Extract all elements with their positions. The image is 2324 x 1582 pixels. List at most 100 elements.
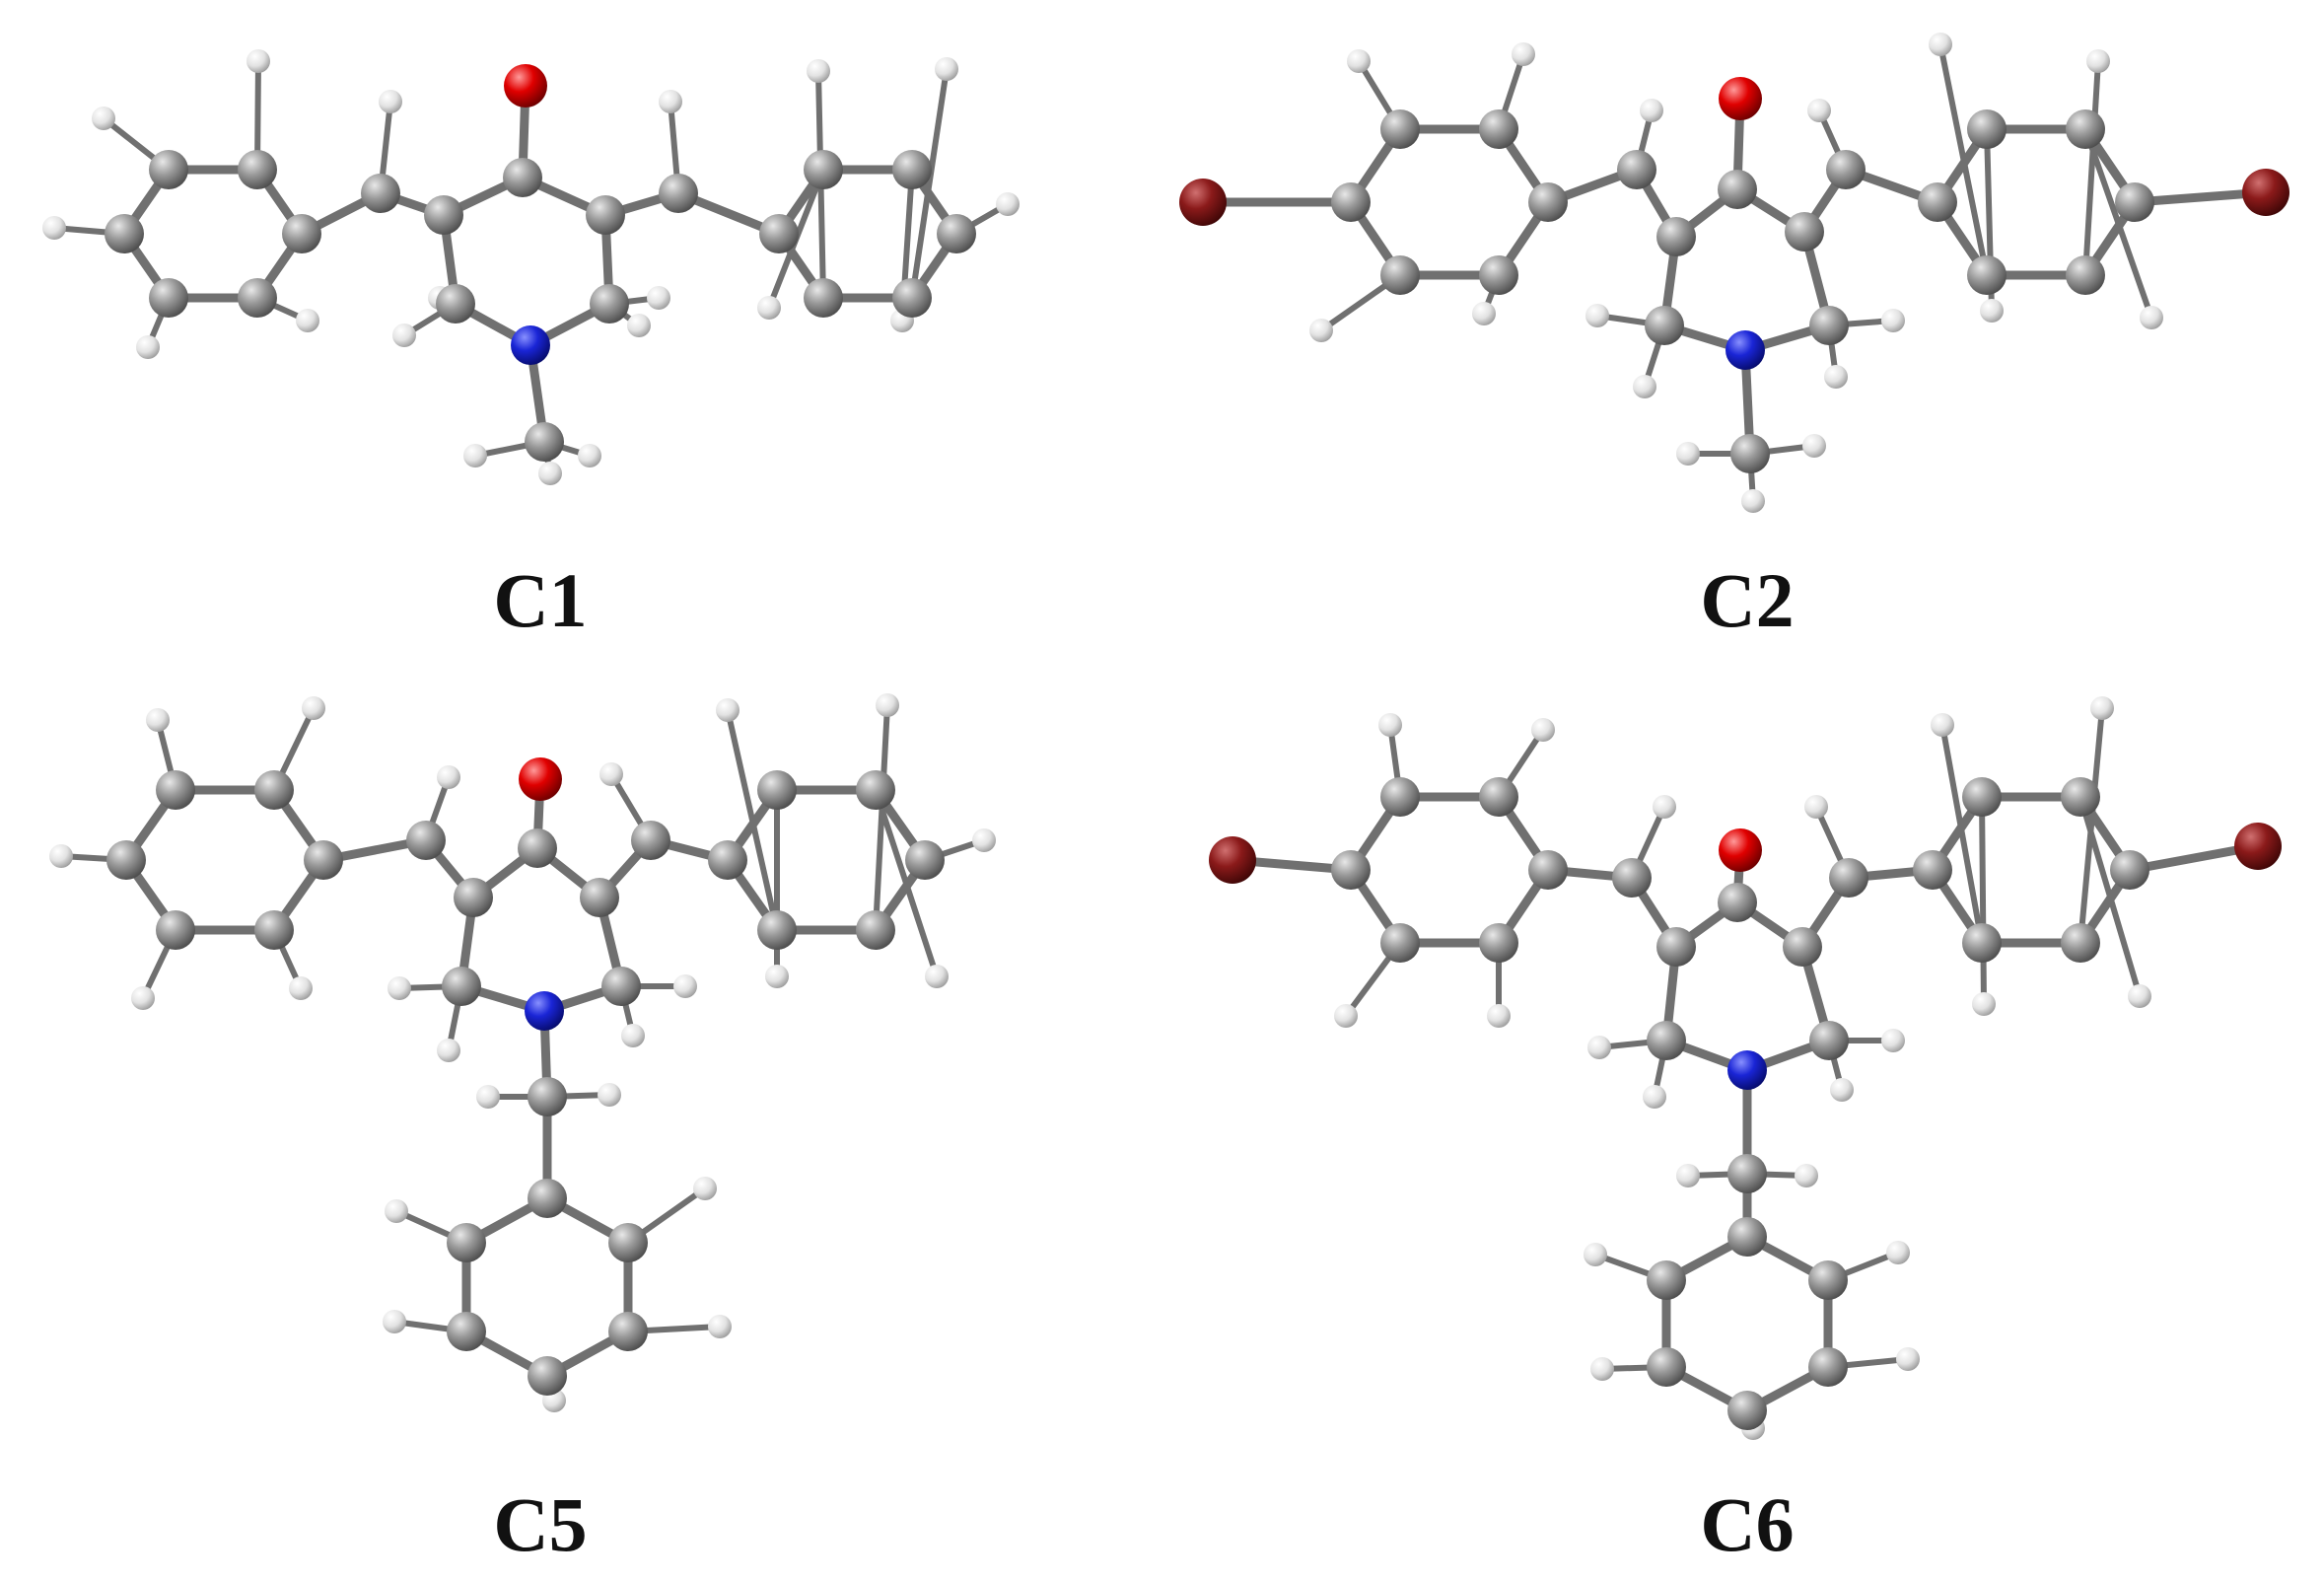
carbon-atom bbox=[1656, 217, 1696, 256]
carbon-atom bbox=[1829, 858, 1868, 898]
carbon-atom bbox=[436, 284, 475, 324]
hydrogen-atom bbox=[765, 965, 789, 988]
hydrogen-atom bbox=[1824, 365, 1848, 389]
bond bbox=[725, 707, 780, 933]
hydrogen-atom bbox=[1633, 375, 1656, 398]
hydrogen-atom bbox=[693, 1177, 717, 1200]
carbon-atom bbox=[406, 821, 446, 860]
hydrogen-atom bbox=[1881, 309, 1905, 332]
hydrogen-atom bbox=[673, 974, 697, 998]
hydrogen-atom bbox=[1929, 33, 1952, 56]
hydrogen-atom bbox=[1378, 713, 1402, 737]
carbon-atom bbox=[1617, 150, 1656, 189]
carbon-atom bbox=[1967, 255, 2007, 295]
carbon-atom bbox=[1913, 850, 1952, 890]
hydrogen-atom bbox=[1585, 304, 1609, 327]
panel-label-c6: C6 bbox=[1700, 1481, 1794, 1567]
carbon-atom bbox=[757, 770, 797, 810]
bond bbox=[873, 787, 940, 979]
carbon-atom bbox=[442, 967, 481, 1006]
hydrogen-atom bbox=[387, 976, 411, 1000]
carbon-atom bbox=[804, 278, 843, 318]
hydrogen-atom bbox=[302, 696, 325, 720]
hydrogen-atom bbox=[1487, 1004, 1511, 1028]
hydrogen-atom bbox=[1886, 1241, 1910, 1264]
oxygen-atom bbox=[1719, 77, 1762, 120]
carbon-atom bbox=[1380, 777, 1420, 817]
bond bbox=[1979, 794, 1987, 1007]
carbon-atom bbox=[659, 174, 698, 213]
molecule-c2 bbox=[1179, 33, 2289, 513]
hydrogen-atom bbox=[1676, 442, 1700, 466]
panel-label-c1: C1 bbox=[493, 557, 587, 643]
carbon-atom bbox=[518, 828, 557, 868]
hydrogen-atom bbox=[2090, 696, 2114, 720]
hydrogen-atom bbox=[1334, 1004, 1358, 1028]
carbon-atom bbox=[1380, 255, 1420, 295]
carbon-atom bbox=[1727, 1154, 1767, 1193]
carbon-atom bbox=[503, 158, 542, 197]
hydrogen-atom bbox=[131, 986, 155, 1010]
oxygen-atom bbox=[1719, 828, 1762, 872]
hydrogen-atom bbox=[392, 324, 416, 347]
carbon-atom bbox=[528, 1077, 567, 1116]
hydrogen-atom bbox=[708, 1315, 732, 1338]
carbon-atom bbox=[590, 284, 629, 324]
carbon-atom bbox=[1809, 1021, 1849, 1060]
carbon-atom bbox=[1718, 170, 1757, 209]
carbon-atom bbox=[2061, 777, 2100, 817]
carbon-atom bbox=[1612, 858, 1652, 898]
hydrogen-atom bbox=[1472, 302, 1496, 325]
hydrogen-atom bbox=[1309, 319, 1333, 342]
carbon-atom bbox=[2115, 182, 2154, 222]
carbon-atom bbox=[282, 214, 321, 253]
carbon-atom bbox=[708, 840, 747, 880]
hydrogen-atom bbox=[296, 309, 319, 332]
carbon-atom bbox=[2061, 923, 2100, 963]
carbon-atom bbox=[1727, 1391, 1767, 1430]
carbon-atom bbox=[1647, 1260, 1686, 1300]
panel-label-c2: C2 bbox=[1700, 557, 1794, 643]
carbon-atom bbox=[105, 214, 144, 253]
nitrogen-atom bbox=[1727, 1050, 1767, 1090]
bond bbox=[1937, 41, 1990, 278]
carbon-atom bbox=[424, 195, 463, 235]
carbon-atom bbox=[631, 821, 670, 860]
carbon-atom bbox=[601, 967, 641, 1006]
carbon-atom bbox=[149, 278, 188, 318]
carbon-atom bbox=[1479, 777, 1518, 817]
carbon-atom bbox=[1808, 1347, 1848, 1387]
carbon-atom bbox=[238, 150, 277, 189]
hydrogen-atom bbox=[146, 708, 170, 732]
carbon-atom bbox=[1727, 1217, 1767, 1257]
hydrogen-atom bbox=[1587, 1036, 1611, 1059]
hydrogen-atom bbox=[379, 90, 402, 113]
nitrogen-atom bbox=[525, 991, 564, 1031]
molecule-c6 bbox=[1209, 696, 2282, 1440]
hydrogen-atom bbox=[42, 216, 66, 240]
carbon-atom bbox=[2066, 255, 2105, 295]
hydrogen-atom bbox=[876, 693, 899, 717]
hydrogen-atom bbox=[996, 192, 1020, 216]
nitrogen-atom bbox=[511, 325, 550, 365]
hydrogen-atom bbox=[49, 844, 73, 868]
bond bbox=[2082, 58, 2101, 278]
hydrogen-atom bbox=[92, 107, 115, 130]
hydrogen-atom bbox=[716, 698, 739, 722]
carbon-atom bbox=[1967, 109, 2007, 149]
bromine-atom bbox=[2234, 823, 2282, 870]
carbon-atom bbox=[937, 214, 976, 253]
hydrogen-atom bbox=[385, 1199, 408, 1223]
carbon-atom bbox=[580, 878, 619, 917]
bond bbox=[2078, 705, 2105, 946]
carbon-atom bbox=[1808, 1260, 1848, 1300]
hydrogen-atom bbox=[1741, 489, 1765, 513]
hydrogen-atom bbox=[136, 335, 160, 359]
hydrogen-atom bbox=[627, 314, 651, 337]
bromine-atom bbox=[1209, 836, 1256, 884]
carbon-atom bbox=[447, 1312, 486, 1351]
hydrogen-atom bbox=[1676, 1164, 1700, 1187]
bond bbox=[873, 702, 890, 933]
carbon-atom bbox=[156, 910, 195, 950]
